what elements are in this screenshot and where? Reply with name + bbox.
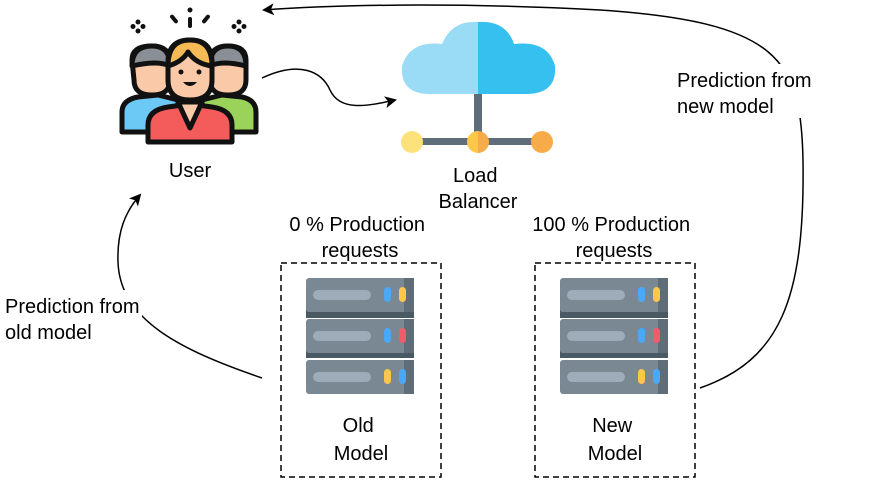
arrow-old-model-to-user [117,193,263,379]
new-model-traffic-label: 100 % Production requests [532,214,695,262]
load-balancer-label: Load Balancer [439,165,518,213]
new-model-node: New Model [534,262,696,478]
user-label: User [169,160,212,182]
users-group-icon [119,7,259,145]
old-model-traffic-label: 0 % Production requests [289,214,430,262]
old-model-prediction-label: Prediction from old model [5,296,145,344]
old-model-node: Old Model [280,262,442,478]
old-model-label: Old Model [334,415,388,465]
new-model-label: New Model [588,415,642,465]
new-model-prediction-label: Prediction from new model [677,70,817,118]
server-icon [306,278,414,394]
arrow-user-to-load-balancer [261,68,397,109]
arrow-new-model-to-user [262,3,804,389]
cloud-network-icon [401,21,556,153]
server-icon [560,278,668,394]
